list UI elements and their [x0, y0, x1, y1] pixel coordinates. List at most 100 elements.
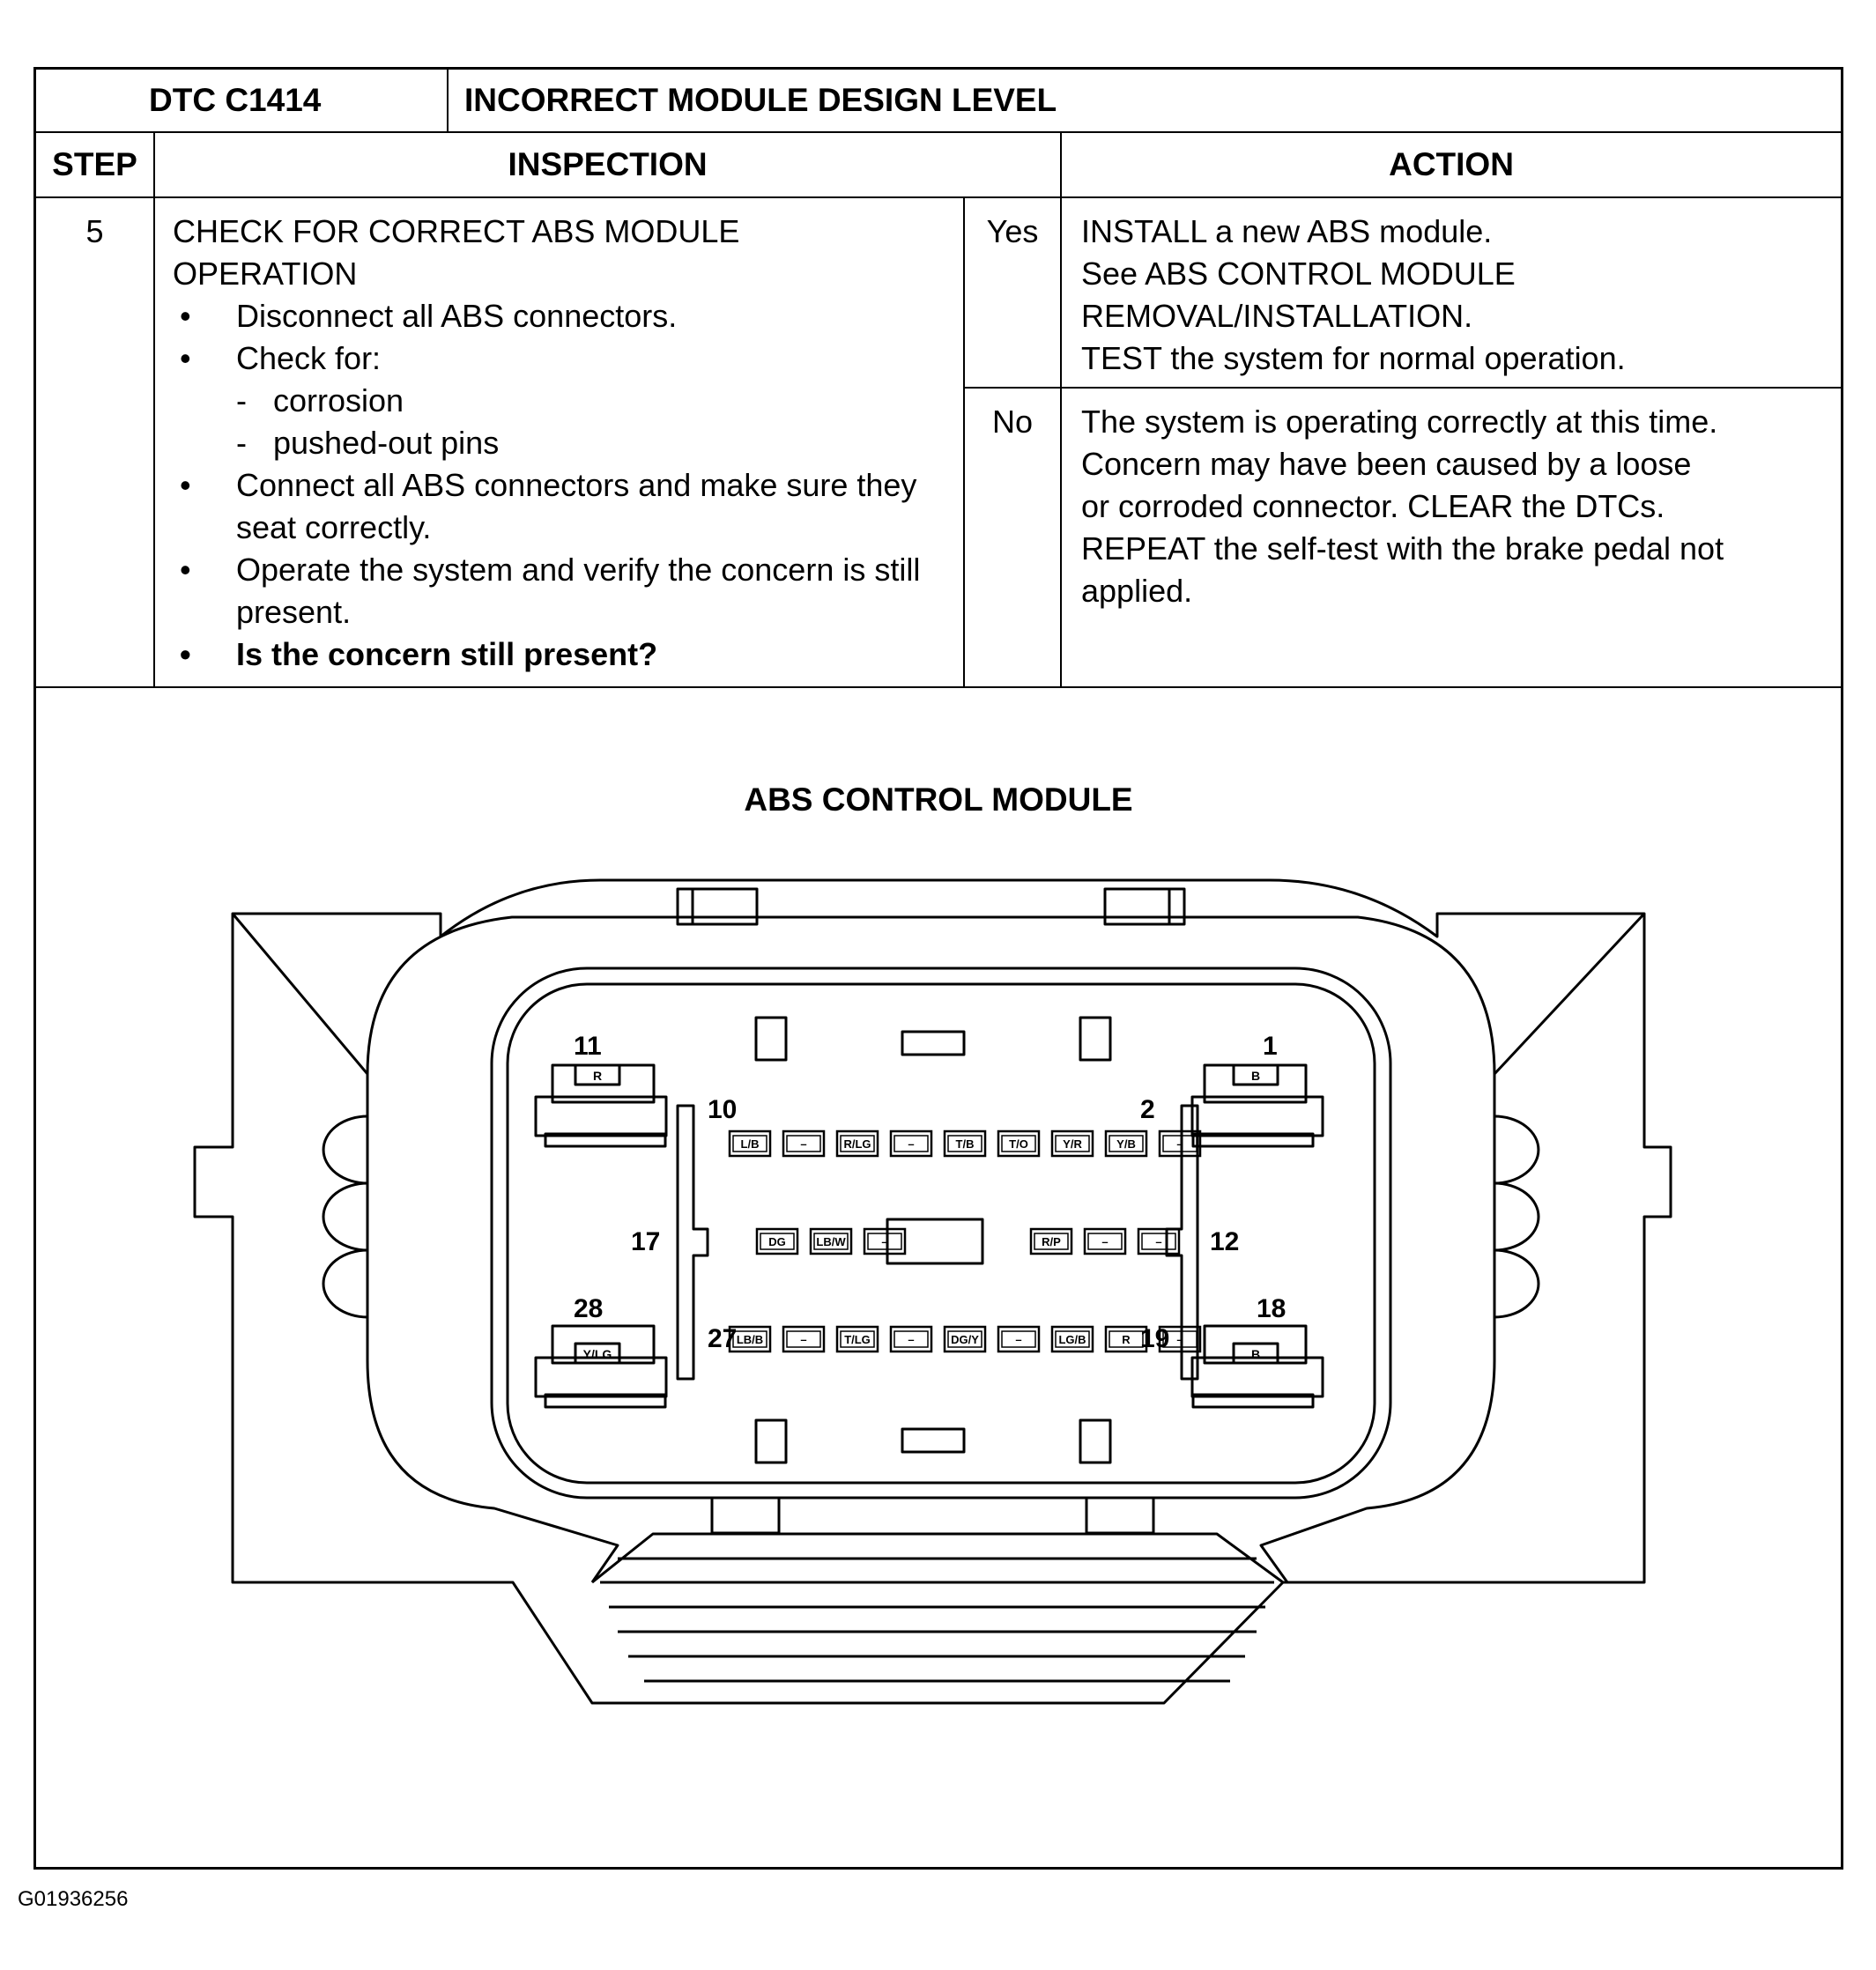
dtc-header-row: DTC C1414 INCORRECT MODULE DESIGN LEVEL — [36, 70, 1842, 133]
key-slot — [901, 1030, 966, 1056]
pin-cavity: Y/R — [1050, 1129, 1094, 1158]
key-slot — [1079, 1418, 1112, 1464]
no-action-line: applied. — [1081, 573, 1193, 609]
step-item: •Disconnect all ABS connectors. — [173, 295, 945, 337]
dash-icon: - — [236, 382, 247, 418]
connector-housing — [193, 878, 1672, 1705]
pin-cavity-outline — [889, 1129, 933, 1158]
pin-cavity: T/B — [943, 1129, 987, 1158]
bullet-icon: • — [180, 552, 191, 588]
pin-cavity-outline — [943, 1129, 987, 1158]
pin-wire-color: – — [908, 1137, 914, 1151]
pin-cavity-inner — [732, 1135, 767, 1152]
pin-cavity: R/P — [1029, 1227, 1073, 1255]
pin-wire-color: R/LG — [843, 1137, 871, 1151]
key-slot — [1079, 1016, 1112, 1062]
pin-number-1: 1 — [1263, 1032, 1278, 1061]
pin-cavity-inner — [732, 1330, 767, 1348]
pin-28-color: Y/LG — [583, 1347, 612, 1361]
pin-numbers: 11 1 28 18 10 2 17 12 27 19 — [574, 1032, 1286, 1353]
pin-cavity-inner — [813, 1233, 849, 1250]
pin-cavity-outline — [835, 1325, 879, 1353]
pin-cavity-outline — [755, 1227, 799, 1255]
pin-cavity-inner — [1109, 1330, 1144, 1348]
pin-cavity-inner — [947, 1330, 982, 1348]
inspection-column-header: INSPECTION — [152, 131, 1063, 198]
pin-cavity: – — [1137, 1227, 1181, 1255]
pin-wire-color: Y/R — [1063, 1137, 1082, 1151]
pin-cavity: – — [997, 1325, 1041, 1353]
pin-wire-color: – — [1176, 1333, 1183, 1346]
pin-wire-color: R/P — [1042, 1235, 1061, 1248]
pin-number-27: 27 — [708, 1324, 737, 1353]
no-action-line: or corroded connector. CLEAR the DTCs. — [1081, 488, 1665, 524]
housing-shell — [366, 915, 1496, 1583]
step-item: •Operate the system and verify the conce… — [173, 549, 945, 633]
pin-cavity-outline — [943, 1325, 987, 1353]
top-latch-right — [1103, 887, 1186, 926]
pin-cavity-outline — [1083, 1227, 1127, 1255]
pin-number-12: 12 — [1210, 1227, 1239, 1256]
pin-guide-left — [676, 1104, 709, 1381]
pin-wire-color: T/B — [956, 1137, 975, 1151]
pin-cavity-outline — [1050, 1325, 1094, 1353]
pin-wire-color: T/O — [1009, 1137, 1028, 1151]
pin-cavity-outline — [889, 1325, 933, 1353]
pin-cavity-outline — [1158, 1129, 1202, 1158]
pin-cavity-inner — [1001, 1330, 1036, 1348]
yes-action-cell: INSTALL a new ABS module. See ABS CONTRO… — [1060, 196, 1842, 389]
pin-cavity: DG — [755, 1227, 799, 1255]
pin-cavity: R/LG — [835, 1129, 879, 1158]
no-action-line: Concern may have been caused by a loose — [1081, 446, 1692, 482]
pin-cavity-inner — [894, 1135, 929, 1152]
dtc-title: INCORRECT MODULE DESIGN LEVEL — [447, 70, 1842, 133]
pin-number-17: 17 — [631, 1227, 660, 1256]
step-item-text: Connect all ABS connectors and make sure… — [236, 467, 917, 545]
pin-cavity-outline — [1158, 1325, 1202, 1353]
pin-cavity-inner — [1087, 1233, 1123, 1250]
pin-wire-color: – — [881, 1235, 887, 1248]
bottom-latch-left — [710, 1496, 781, 1535]
pin-cavity-outline — [728, 1325, 772, 1353]
pin-cavity-inner — [840, 1135, 875, 1152]
pin-number-18: 18 — [1257, 1294, 1286, 1323]
pin-wire-color: LB/B — [737, 1333, 763, 1346]
pin-cavity-outline — [835, 1129, 879, 1158]
no-action-line: The system is operating correctly at thi… — [1081, 404, 1718, 440]
pin-number-19: 19 — [1140, 1324, 1169, 1353]
dtc-code: DTC C1414 — [36, 70, 449, 133]
pin-wire-color: DG/Y — [951, 1333, 979, 1346]
pin-number-28: 28 — [574, 1294, 603, 1323]
yes-action-line: TEST the system for normal operation. — [1081, 340, 1626, 376]
pin-wire-color: LG/B — [1058, 1333, 1086, 1346]
pin-wire-color: – — [1176, 1137, 1183, 1151]
step-number: 5 — [36, 196, 155, 688]
pin-number-2: 2 — [1140, 1095, 1155, 1124]
no-label: No — [964, 387, 1063, 688]
pin-wire-color: – — [800, 1137, 806, 1151]
corner-terminal-1 — [1190, 1063, 1324, 1148]
pin-cavity: T/O — [997, 1129, 1041, 1158]
column-header-row: STEP INSPECTION ACTION — [36, 131, 1842, 198]
corner-terminal-11 — [534, 1063, 668, 1148]
step-title-line1: CHECK FOR CORRECT ABS MODULE — [173, 213, 740, 249]
pin-cavity: – — [1158, 1129, 1202, 1158]
pin-wire-color: DG — [768, 1235, 786, 1248]
pin-cavity: T/LG — [835, 1325, 879, 1353]
bottom-latch-right — [1085, 1496, 1155, 1535]
pin-wire-color: – — [908, 1333, 914, 1346]
key-slot — [754, 1418, 788, 1464]
pin-cavity: – — [863, 1227, 907, 1255]
pin-cavity: LB/W — [809, 1227, 853, 1255]
side-bumps-right — [1494, 1115, 1540, 1319]
pin-cavity: LG/B — [1050, 1325, 1094, 1353]
yes-action-line: See ABS CONTROL MODULE — [1081, 256, 1516, 292]
check-sublist: - corrosion - pushed-out pins — [173, 380, 945, 464]
diagram-title: ABS CONTROL MODULE — [744, 781, 1133, 818]
step-item: •Check for: — [173, 337, 945, 380]
pin-18-color: B — [1251, 1347, 1260, 1361]
pin-cavity-inner — [840, 1330, 875, 1348]
dash-icon: - — [236, 425, 247, 461]
yes-action-line: REMOVAL/INSTALLATION. — [1081, 298, 1473, 334]
pin-cavity-outline — [728, 1129, 772, 1158]
